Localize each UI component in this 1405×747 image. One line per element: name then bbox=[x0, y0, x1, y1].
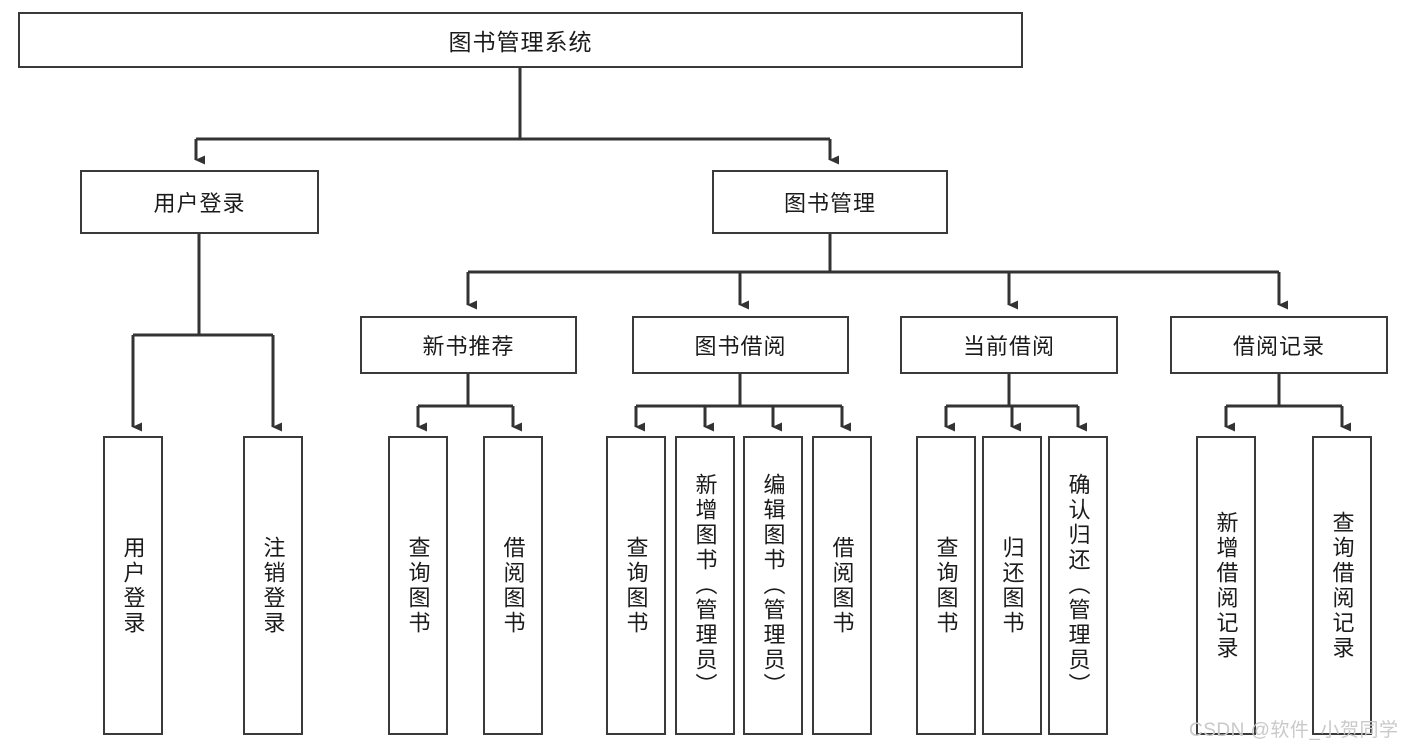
node-borrow-records[interactable]: 借阅记录 bbox=[1170, 316, 1388, 374]
leaf-user-login-logout[interactable]: 注销登录 bbox=[243, 436, 303, 735]
node-label: 借阅图书 bbox=[829, 535, 855, 636]
leaf-new-book-query[interactable]: 查询图书 bbox=[388, 436, 448, 735]
leaf-user-login-login[interactable]: 用户登录 bbox=[103, 436, 163, 735]
node-label: 查询图书 bbox=[933, 535, 959, 636]
node-new-book-recommend[interactable]: 新书推荐 bbox=[360, 316, 577, 374]
node-label: 注销登录 bbox=[260, 535, 286, 636]
leaf-new-book-borrow[interactable]: 借阅图书 bbox=[483, 436, 543, 735]
node-label: 用户登录 bbox=[153, 191, 246, 216]
leaf-records-query-record[interactable]: 查询借阅记录 bbox=[1312, 436, 1372, 735]
node-current-borrow[interactable]: 当前借阅 bbox=[900, 316, 1118, 374]
node-label: 图书管理 bbox=[783, 191, 876, 216]
node-user-login[interactable]: 用户登录 bbox=[80, 170, 319, 234]
node-label: 查询图书 bbox=[623, 535, 649, 636]
node-label: 新增借阅记录 bbox=[1213, 510, 1239, 661]
node-label: 新增图书（管理员） bbox=[692, 473, 718, 698]
node-book-borrow[interactable]: 图书借阅 bbox=[632, 316, 849, 374]
node-label: 当前借阅 bbox=[962, 334, 1055, 359]
leaf-borrow-edit-book[interactable]: 编辑图书（管理员） bbox=[743, 436, 803, 735]
csdn-watermark: CSDN @软件_小贺同学 bbox=[1189, 720, 1399, 741]
node-label: 借阅图书 bbox=[500, 535, 526, 636]
node-label: 归还图书 bbox=[999, 535, 1025, 636]
node-label: 借阅记录 bbox=[1232, 334, 1325, 359]
leaf-records-add-record[interactable]: 新增借阅记录 bbox=[1196, 436, 1256, 735]
leaf-borrow-add-book[interactable]: 新增图书（管理员） bbox=[675, 436, 735, 735]
node-root-system[interactable]: 图书管理系统 bbox=[18, 12, 1023, 68]
node-label: 查询借阅记录 bbox=[1329, 510, 1355, 661]
leaf-current-query-book[interactable]: 查询图书 bbox=[916, 436, 976, 735]
leaf-current-return-book[interactable]: 归还图书 bbox=[982, 436, 1042, 735]
node-label: 编辑图书（管理员） bbox=[760, 473, 786, 698]
node-label: 用户登录 bbox=[120, 535, 146, 636]
node-label: 新书推荐 bbox=[422, 334, 515, 359]
node-label: 图书管理系统 bbox=[448, 29, 593, 55]
node-label: 图书借阅 bbox=[694, 334, 787, 359]
node-label: 确认归还（管理员） bbox=[1065, 473, 1091, 698]
leaf-current-confirm-return[interactable]: 确认归还（管理员） bbox=[1048, 436, 1108, 735]
leaf-borrow-query-book[interactable]: 查询图书 bbox=[606, 436, 666, 735]
node-label: 查询图书 bbox=[405, 535, 431, 636]
leaf-borrow-borrow-book[interactable]: 借阅图书 bbox=[812, 436, 872, 735]
node-book-management[interactable]: 图书管理 bbox=[712, 170, 948, 234]
